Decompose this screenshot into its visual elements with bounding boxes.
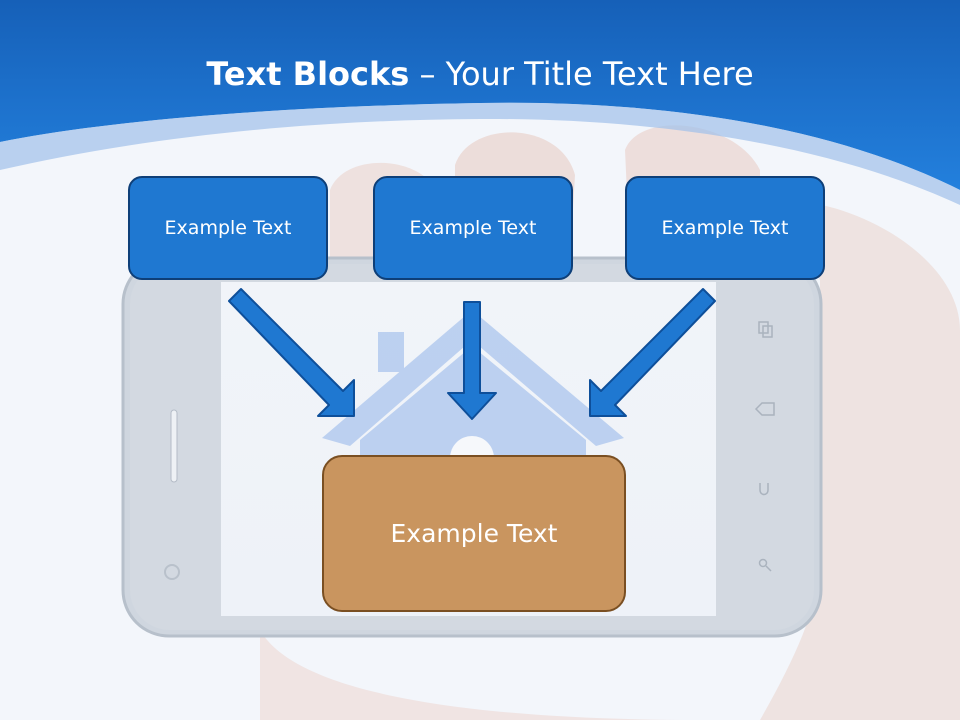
header-band — [0, 0, 960, 190]
text-block-center-label: Example Text — [409, 217, 537, 239]
text-block-left-label: Example Text — [164, 217, 292, 239]
arrow-center — [447, 301, 497, 420]
text-block-left: Example Text — [128, 176, 328, 280]
text-block-right: Example Text — [625, 176, 825, 280]
center-text-block-label: Example Text — [390, 519, 558, 548]
slide-title: Text Blocks – Your Title Text Here — [0, 54, 960, 94]
title-dash: – — [419, 55, 436, 93]
text-block-center: Example Text — [373, 176, 573, 280]
center-text-block: Example Text — [322, 455, 626, 612]
text-block-right-label: Example Text — [661, 217, 789, 239]
header-swoosh — [0, 102, 960, 205]
arrow-left — [228, 288, 355, 417]
arrow-right — [589, 288, 716, 417]
title-rest: Your Title Text Here — [445, 55, 754, 93]
title-bold: Text Blocks — [206, 55, 410, 93]
